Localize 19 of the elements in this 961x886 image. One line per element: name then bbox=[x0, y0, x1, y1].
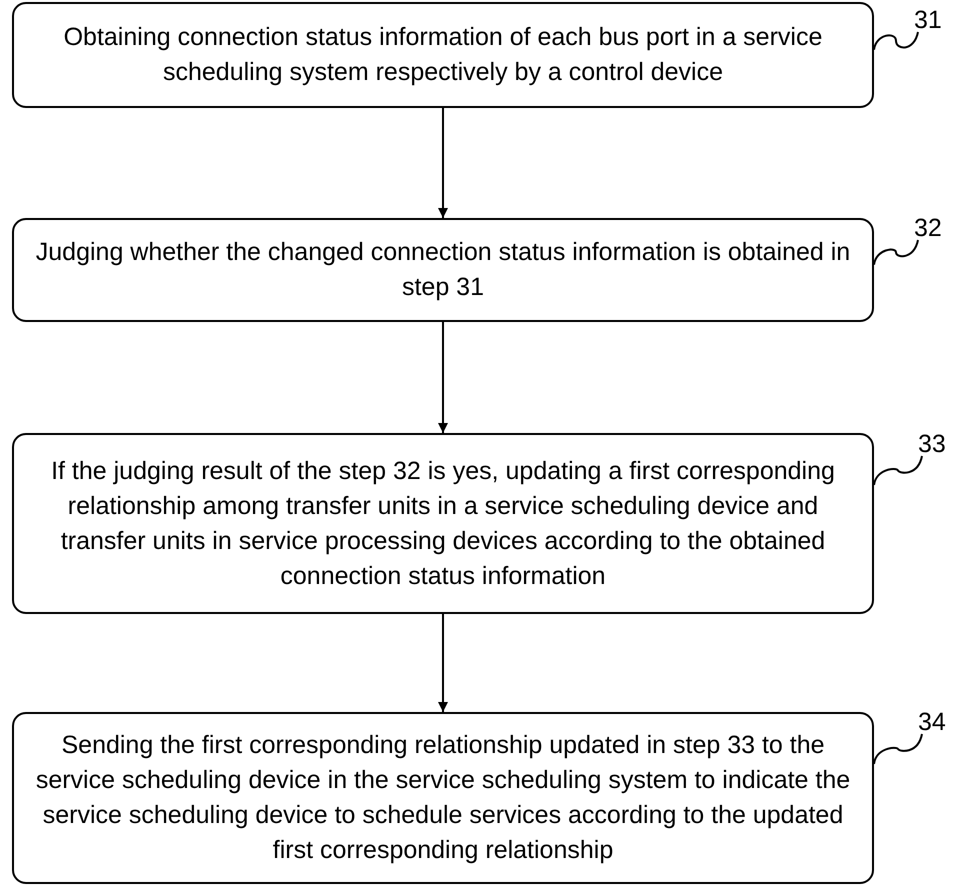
leader-line bbox=[873, 456, 923, 486]
reference-number: 32 bbox=[914, 214, 942, 242]
step-text: Judging whether the changed connection status information is obtained in step 31 bbox=[34, 237, 852, 303]
arrow bbox=[438, 108, 448, 218]
leader-line bbox=[873, 734, 923, 764]
reference-number: 34 bbox=[918, 708, 946, 736]
arrow bbox=[438, 322, 448, 433]
arrow bbox=[438, 614, 448, 712]
step-text: Obtaining connection status information of each bus port in a service scheduling system respectively by a control device bbox=[62, 22, 824, 88]
process-box bbox=[12, 218, 874, 322]
process-box bbox=[12, 712, 874, 884]
step-text: Sending the first corresponding relationship updated in step 33 to the service scheduling device in the service scheduling system to indicate the service scheduling device to schedule services according to the updated first corresponding relationship bbox=[34, 730, 852, 866]
process-box bbox=[12, 433, 874, 614]
leader-line bbox=[873, 240, 919, 266]
step-text: If the judging result of the step 32 is yes, updating a first corresponding relationship among transfer units in a service scheduling device and transfer units in service processing devices according to the obtained connection status information bbox=[50, 456, 836, 592]
process-box bbox=[12, 2, 874, 108]
leader-line bbox=[873, 32, 919, 50]
reference-number: 31 bbox=[914, 6, 942, 34]
reference-number: 33 bbox=[918, 430, 946, 458]
